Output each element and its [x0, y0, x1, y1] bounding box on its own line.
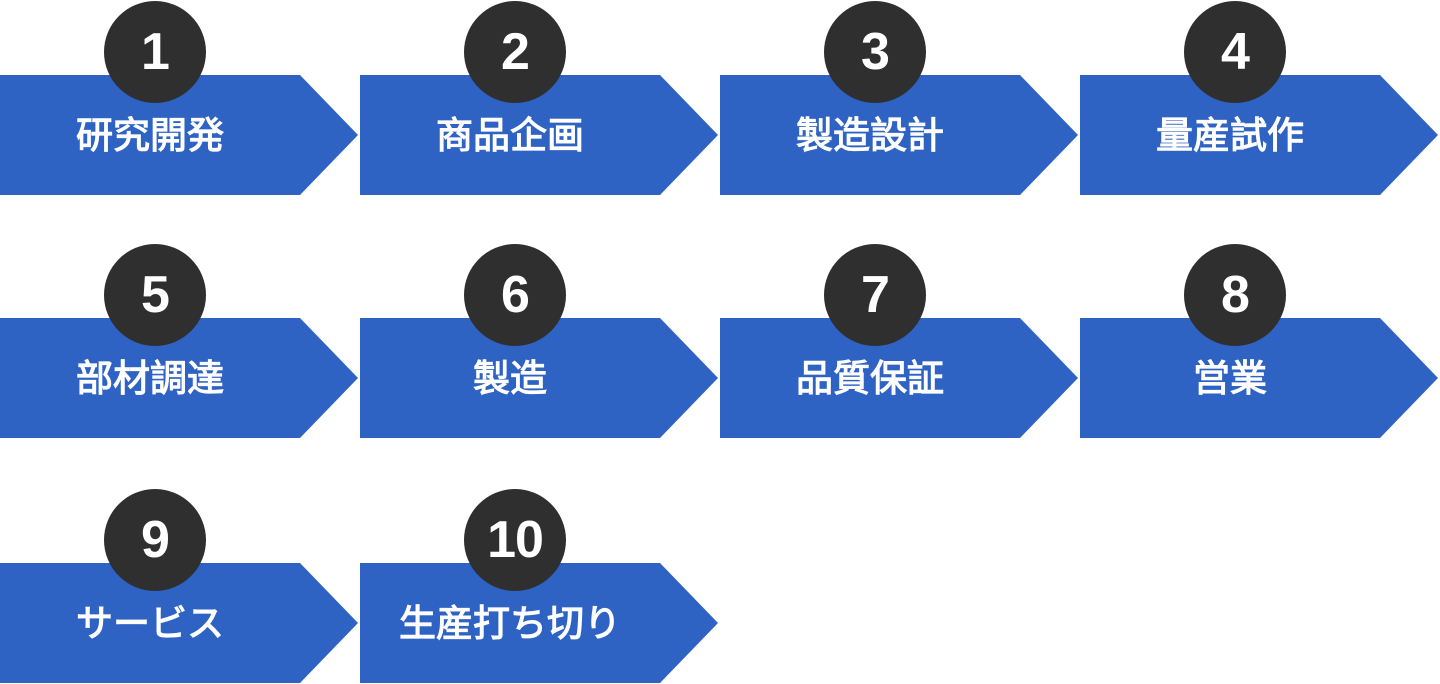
step-number-badge: 1: [104, 1, 206, 103]
step-label: 部材調達: [76, 357, 224, 399]
process-step: 製造 6: [360, 243, 720, 438]
step-number-badge: 3: [824, 1, 926, 103]
step-number-badge: 7: [824, 244, 926, 346]
step-number: 3: [861, 23, 890, 81]
step-label: 製造: [473, 357, 547, 399]
step-number-badge: 9: [104, 489, 206, 591]
step-label: サービス: [76, 602, 224, 644]
process-step: 研究開発 1: [0, 0, 360, 195]
step-number-badge: 8: [1184, 244, 1286, 346]
process-step: 品質保証 7: [720, 243, 1080, 438]
process-step: 営業 8: [1080, 243, 1440, 438]
step-label: 商品企画: [436, 114, 584, 156]
step-number: 2: [501, 23, 530, 81]
step-arrow: 量産試作: [1080, 75, 1438, 195]
step-number-badge: 4: [1184, 1, 1286, 103]
process-step: 製造設計 3: [720, 0, 1080, 195]
step-label: 生産打ち切り: [399, 602, 621, 644]
step-label: 量産試作: [1156, 114, 1304, 156]
step-arrow: 生産打ち切り: [360, 563, 718, 683]
process-step: 量産試作 4: [1080, 0, 1440, 195]
step-number-badge: 5: [104, 244, 206, 346]
process-step: サービス 9: [0, 488, 360, 683]
step-number: 6: [501, 266, 530, 324]
step-number: 9: [141, 511, 170, 569]
step-number: 4: [1221, 23, 1250, 81]
step-number-badge: 10: [464, 489, 566, 591]
process-step: 商品企画 2: [360, 0, 720, 195]
step-label: 品質保証: [796, 357, 944, 399]
step-number: 1: [141, 23, 170, 81]
step-number: 7: [861, 266, 890, 324]
step-arrow: 商品企画: [360, 75, 718, 195]
step-label: 製造設計: [796, 114, 944, 156]
step-number: 10: [487, 511, 544, 569]
process-row-1: 研究開発 1 商品企画 2 製造設計 3 量産試作 4: [0, 0, 1440, 195]
step-number: 8: [1221, 266, 1250, 324]
step-label: 営業: [1193, 357, 1267, 399]
process-step: 部材調達 5: [0, 243, 360, 438]
step-number: 5: [141, 266, 170, 324]
step-number-badge: 2: [464, 1, 566, 103]
process-row-3: サービス 9 生産打ち切り 10: [0, 488, 1440, 683]
process-step: 生産打ち切り 10: [360, 488, 720, 683]
step-label: 研究開発: [76, 114, 224, 156]
process-row-2: 部材調達 5 製造 6 品質保証 7 営業 8: [0, 243, 1440, 438]
step-number-badge: 6: [464, 244, 566, 346]
